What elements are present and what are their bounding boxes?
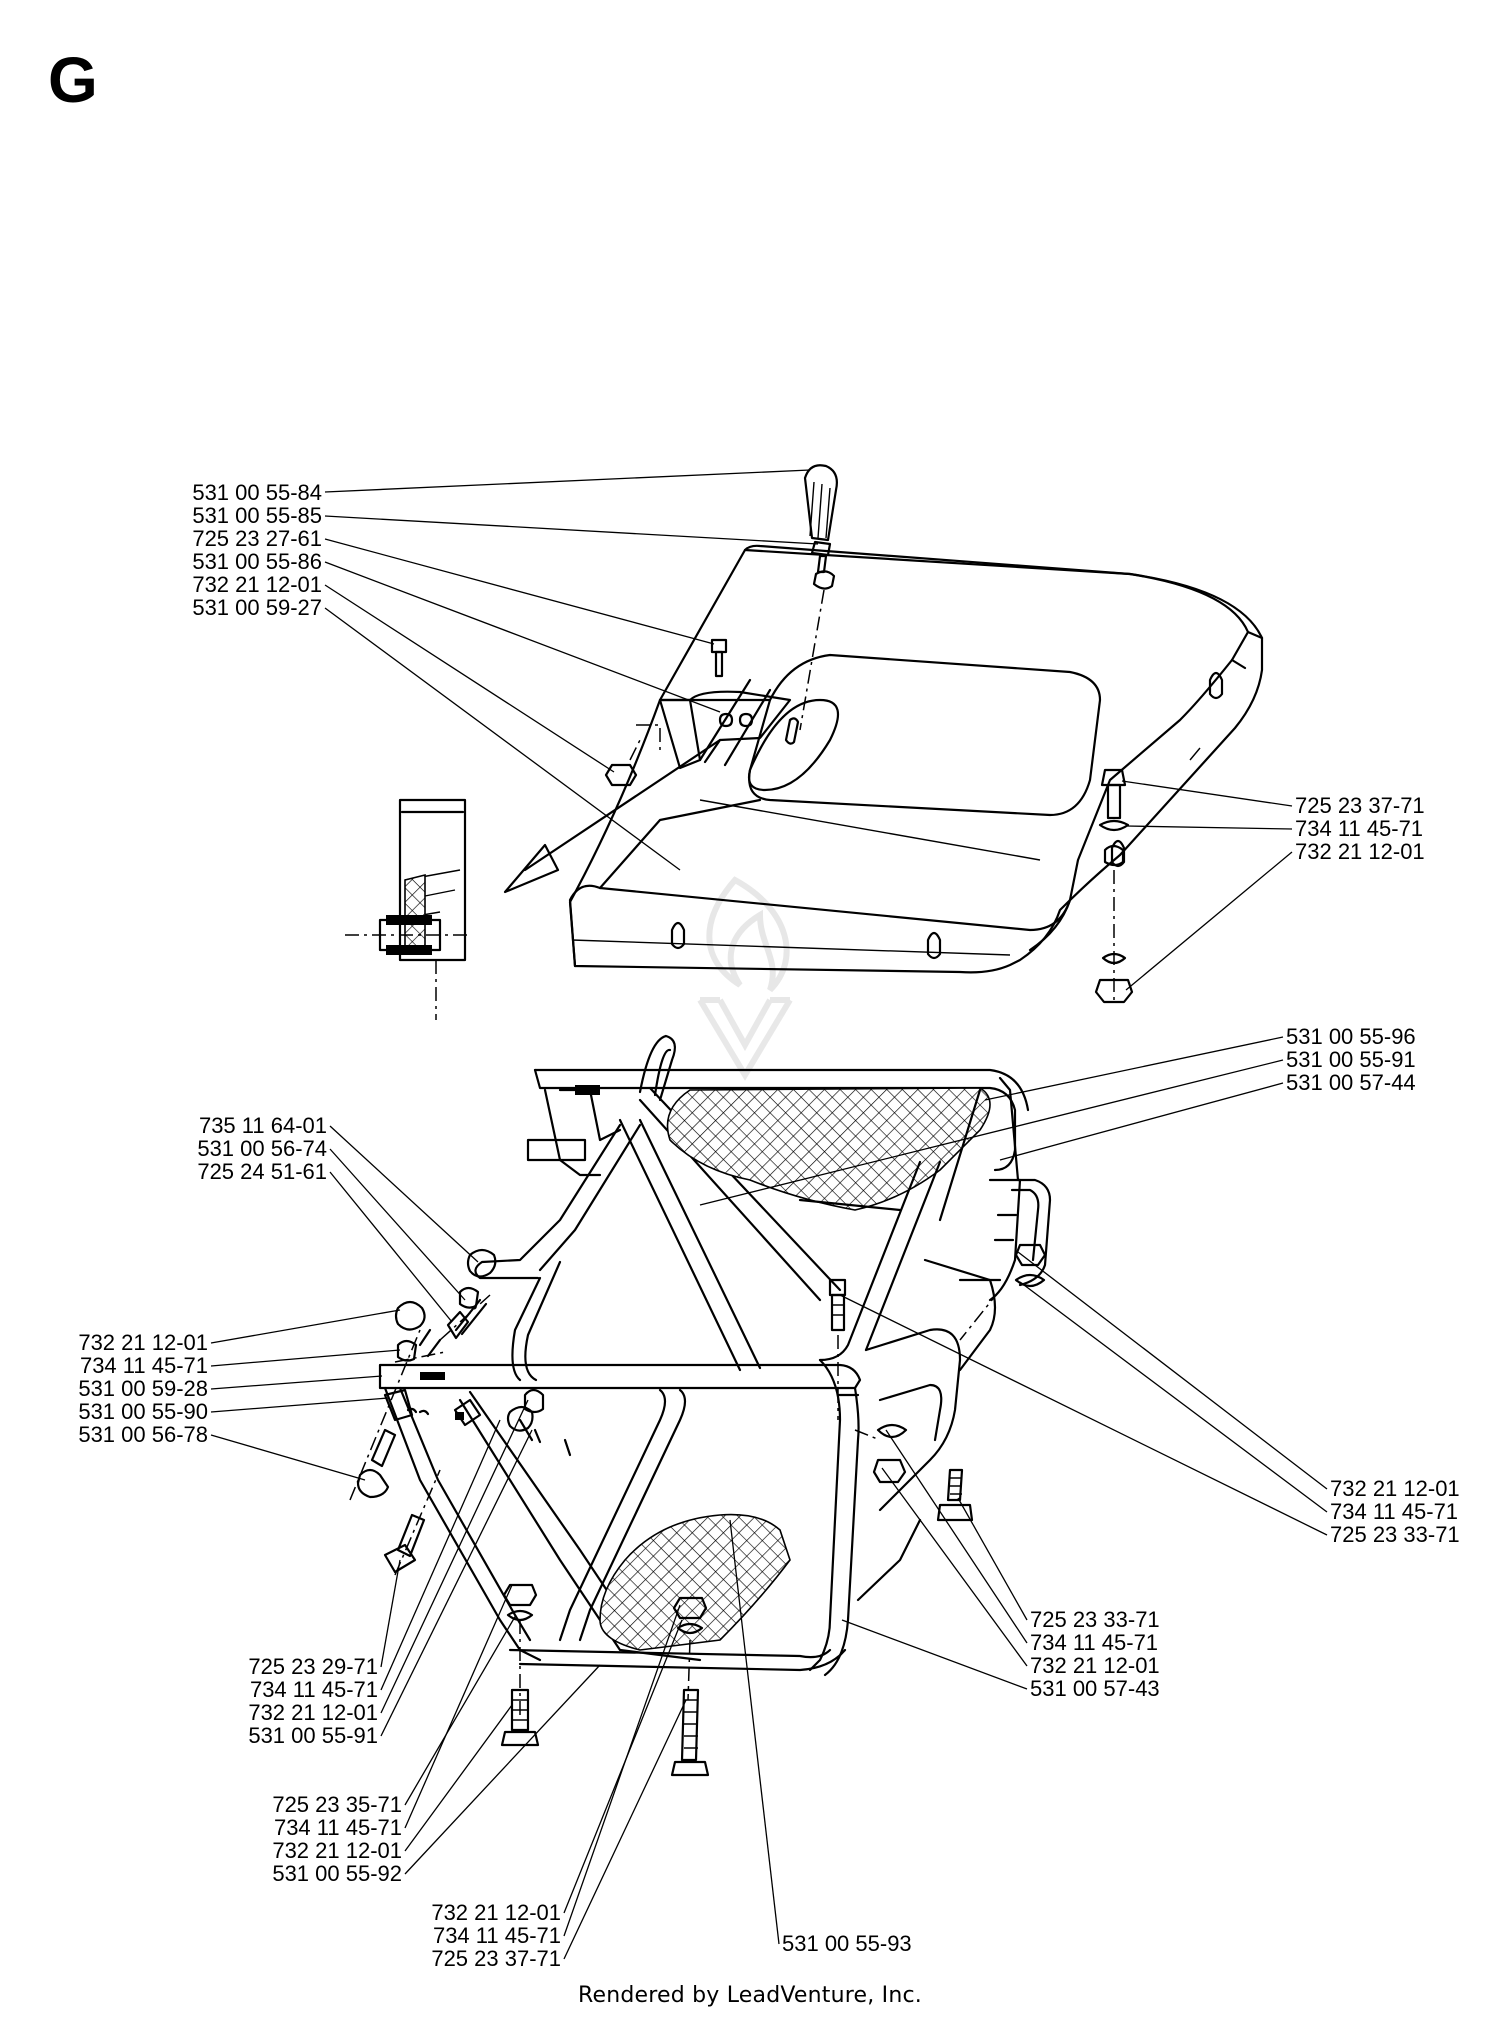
part-number-label-c29: 734 11 45-71	[250, 1677, 378, 1702]
part-number-label-c28: 725 23 29-71	[248, 1654, 378, 1679]
leader-line-c14	[329, 1148, 466, 1301]
lift-handle	[799, 464, 838, 731]
part-number-label-c27: 531 00 57-43	[1030, 1676, 1160, 1701]
leader-line-c19	[210, 1397, 389, 1413]
part-number-label-c21: 732 21 12-01	[1330, 1476, 1460, 1501]
part-number-label-c34: 732 21 12-01	[272, 1838, 402, 1863]
leader-line-c29	[380, 1419, 501, 1691]
leader-line-c20	[210, 1434, 366, 1481]
part-number-label-c31: 531 00 55-91	[248, 1723, 378, 1748]
leader-line-c34	[404, 1704, 513, 1852]
leader-line-c03	[324, 538, 715, 645]
leader-line-c21	[1017, 1251, 1328, 1490]
leader-line-c07	[1121, 780, 1293, 807]
leader-line-c24	[957, 1497, 1028, 1621]
part-number-label-c10: 531 00 55-96	[1286, 1024, 1416, 1049]
leader-line-c25	[885, 1429, 1028, 1644]
leader-line-c04	[324, 561, 721, 713]
leader-line-c37	[563, 1604, 681, 1937]
leader-line-c12	[999, 1082, 1284, 1161]
part-number-label-c23: 725 23 33-71	[1330, 1522, 1460, 1547]
part-number-label-c15: 725 24 51-61	[197, 1159, 327, 1184]
leader-line-c23	[839, 1294, 1328, 1536]
part-number-label-c13: 735 11 64-01	[199, 1113, 327, 1138]
leader-line-c30	[380, 1399, 529, 1714]
leader-line-c17	[210, 1349, 401, 1367]
part-number-label-c22: 734 11 45-71	[1330, 1499, 1458, 1524]
section-letter: G	[48, 44, 98, 116]
collector-lid	[568, 544, 1264, 974]
part-number-label-c26: 732 21 12-01	[1030, 1653, 1160, 1678]
leader-line-c06	[324, 607, 681, 871]
leader-line-c16	[210, 1309, 401, 1344]
part-number-label-c06: 531 00 59-27	[192, 595, 322, 620]
leader-line-c38	[563, 1699, 687, 1960]
part-number-label-c09: 732 21 12-01	[1295, 839, 1425, 864]
part-number-label-c19: 531 00 55-90	[78, 1399, 208, 1424]
part-number-label-c11: 531 00 55-91	[1286, 1047, 1416, 1072]
part-number-label-c01: 531 00 55-84	[192, 480, 322, 505]
part-number-label-c17: 734 11 45-71	[80, 1353, 208, 1378]
leader-line-c22	[1019, 1281, 1328, 1513]
part-number-label-c20: 531 00 56-78	[78, 1422, 208, 1447]
part-number-label-c18: 531 00 59-28	[78, 1376, 208, 1401]
leader-line-c33	[404, 1584, 513, 1829]
part-number-label-c08: 734 11 45-71	[1295, 816, 1423, 841]
part-number-label-c05: 732 21 12-01	[192, 572, 322, 597]
leader-line-c02	[324, 515, 819, 545]
leader-line-c01	[324, 469, 811, 493]
leader-line-c05	[324, 584, 615, 773]
leader-line-c26	[881, 1467, 1028, 1667]
part-number-label-c24: 725 23 33-71	[1030, 1607, 1160, 1632]
leader-line-c11	[699, 1059, 1284, 1206]
render-credit: Rendered by LeadVenture, Inc.	[578, 1983, 922, 2008]
part-number-label-c12: 531 00 57-44	[1286, 1070, 1416, 1095]
leader-line-c13	[329, 1125, 479, 1263]
leader-line-c18	[210, 1375, 383, 1390]
leader-line-c15	[329, 1171, 453, 1323]
callout-leaders	[210, 469, 1328, 1960]
part-number-label-c25: 734 11 45-71	[1030, 1630, 1158, 1655]
part-number-label-c36: 732 21 12-01	[431, 1900, 561, 1925]
part-number-label-c14: 531 00 56-74	[197, 1136, 327, 1161]
collector-frame	[378, 1034, 1052, 1677]
watermark-logo-icon	[697, 876, 793, 1081]
leader-line-c39	[729, 1519, 780, 1945]
leader-line-c28	[380, 1559, 401, 1668]
leader-line-c09	[1125, 851, 1293, 991]
lid-bolt-right	[1094, 768, 1134, 1004]
part-number-label-c07: 725 23 37-71	[1295, 793, 1425, 818]
part-number-label-c37: 734 11 45-71	[433, 1923, 561, 1948]
lid-bolt-left	[604, 638, 728, 787]
leader-line-c10	[984, 1036, 1284, 1101]
part-number-label-c30: 732 21 12-01	[248, 1700, 378, 1725]
leader-line-c27	[841, 1619, 1028, 1690]
part-number-label-c35: 531 00 55-92	[272, 1861, 402, 1886]
part-number-label-c39: 531 00 55-93	[782, 1931, 912, 1956]
part-number-label-c04: 531 00 55-86	[192, 549, 322, 574]
leader-line-c31	[380, 1429, 533, 1737]
left-hardware	[349, 1248, 545, 1576]
part-number-label-c33: 734 11 45-71	[274, 1815, 402, 1840]
section-detail	[345, 738, 722, 1020]
leader-line-c35	[404, 1664, 601, 1875]
part-number-label-c32: 725 23 35-71	[272, 1792, 402, 1817]
leader-line-c32	[404, 1614, 517, 1806]
part-number-label-c02: 531 00 55-85	[192, 503, 322, 528]
part-number-label-c38: 725 23 37-71	[431, 1946, 561, 1971]
leader-line-c08	[1125, 825, 1293, 830]
part-number-label-c03: 725 23 27-61	[192, 526, 322, 551]
right-hardware	[828, 1243, 1047, 1522]
bottom-hardware	[500, 1583, 710, 1777]
part-number-label-c16: 732 21 12-01	[78, 1330, 208, 1355]
